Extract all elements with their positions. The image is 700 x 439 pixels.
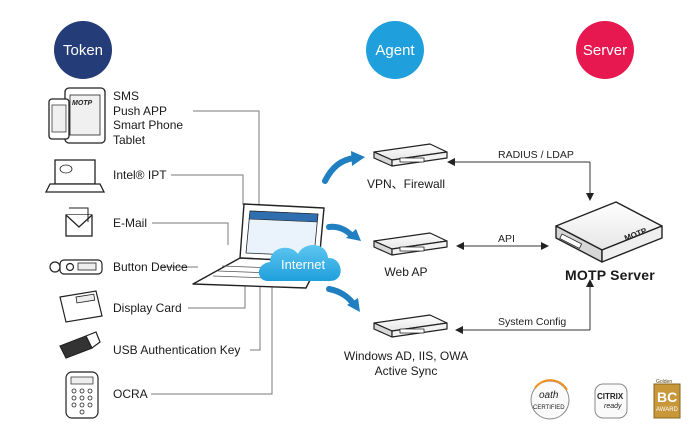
token-header: Token	[54, 21, 112, 79]
bc-badge-sub: AWARD	[656, 407, 678, 413]
connection-label-api: API	[498, 233, 515, 245]
server-title: MOTP Server	[565, 267, 655, 283]
oath-badge-text: oath	[539, 390, 559, 401]
button-token-icon	[49, 259, 103, 275]
envelope-icon	[65, 207, 93, 237]
bc-award-badge	[653, 383, 681, 419]
laptop-intel-icon	[44, 159, 106, 193]
token-label-display-card: Display Card	[113, 301, 182, 315]
phone-brand-text: MOTP	[72, 100, 93, 107]
token-label-ocra: OCRA	[113, 387, 148, 401]
connection-label-radius: RADIUS / LDAP	[498, 149, 574, 161]
citrix-ready-badge	[594, 383, 628, 419]
citrix-badge-text: CITRIX	[597, 392, 624, 401]
agent-device-windows	[373, 314, 448, 338]
citrix-badge-sub: ready	[604, 403, 622, 410]
token-label-email: E-Mail	[113, 216, 148, 230]
server-header: Server	[576, 21, 634, 79]
agent-header: Agent	[366, 21, 424, 79]
keypad-token-icon	[65, 371, 99, 419]
agent-label-windows: Windows AD, IIS, OWA Active Sync	[343, 349, 469, 378]
phone-tablet-icon	[48, 87, 106, 144]
token-label-mobile: SMS Push APP Smart Phone Tablet	[113, 89, 184, 147]
bc-badge-top: Golden	[656, 379, 673, 385]
token-label-usb-key: USB Authentication Key	[113, 343, 241, 357]
bc-badge-text: BC	[657, 389, 678, 405]
internet-cloud	[258, 245, 341, 281]
agent-label-vpn: VPN、Firewall	[366, 177, 445, 191]
token-label-button-device: Button Device	[113, 260, 188, 274]
oath-certified-badge	[530, 379, 570, 420]
display-card-icon	[59, 290, 103, 323]
agent-label-webap: Web AP	[384, 265, 428, 279]
connection-label-system-config: System Config	[498, 316, 567, 328]
oath-badge-sub: CERTIFIED	[533, 405, 565, 411]
agent-device-webap	[373, 232, 448, 256]
motp-server-device	[555, 201, 663, 263]
curved-arrows	[322, 151, 365, 312]
server-connection-lines	[447, 158, 594, 334]
token-connector-lines	[151, 110, 273, 395]
usb-key-icon	[59, 331, 101, 359]
token-label-intel-ipt: Intel® IPT	[113, 168, 167, 182]
agent-device-vpn	[373, 143, 448, 167]
internet-label: Internet	[281, 257, 326, 272]
